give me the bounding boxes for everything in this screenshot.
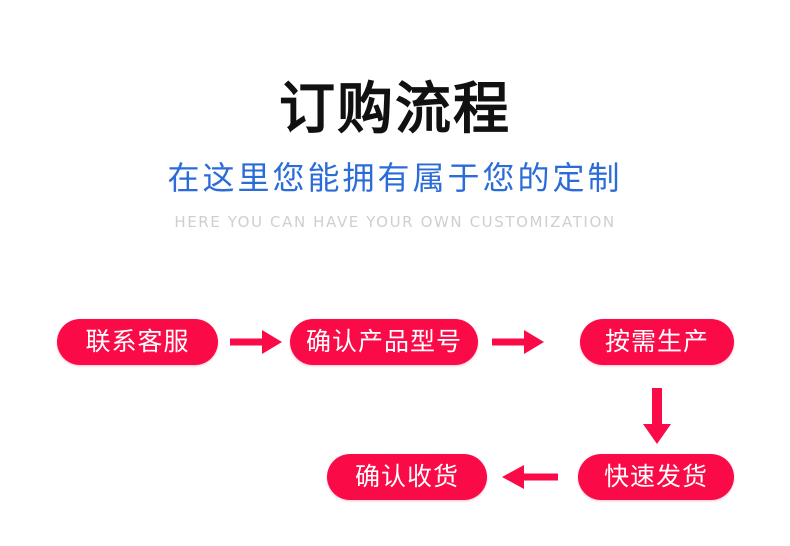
flow-step-produce-on-demand[interactable]: 按需生产 — [580, 319, 734, 365]
flow-step-confirm-model[interactable]: 确认产品型号 — [290, 319, 478, 365]
page-title: 订购流程 — [279, 77, 511, 142]
arrow-left-icon — [502, 462, 558, 492]
flow-step-label: 确认产品型号 — [305, 326, 462, 356]
arrow-right-icon — [492, 327, 544, 357]
page-subtitle-english: HERE YOU CAN HAVE YOUR OWN CUSTOMIZATION — [174, 213, 616, 231]
flow-step-fast-shipping[interactable]: 快速发货 — [578, 454, 734, 500]
flow-step-confirm-receipt[interactable]: 确认收货 — [327, 454, 487, 500]
arrow-down-icon — [640, 388, 674, 444]
arrow-right-icon — [230, 327, 282, 357]
flow-step-label: 确认收货 — [354, 461, 459, 491]
page-subtitle-chinese: 在这里您能拥有属于您的定制 — [167, 159, 623, 197]
flow-step-contact-service[interactable]: 联系客服 — [57, 319, 218, 365]
flow-step-label: 联系客服 — [85, 326, 190, 356]
flow-step-label: 按需生产 — [604, 326, 709, 356]
flow-step-label: 快速发货 — [603, 461, 708, 491]
